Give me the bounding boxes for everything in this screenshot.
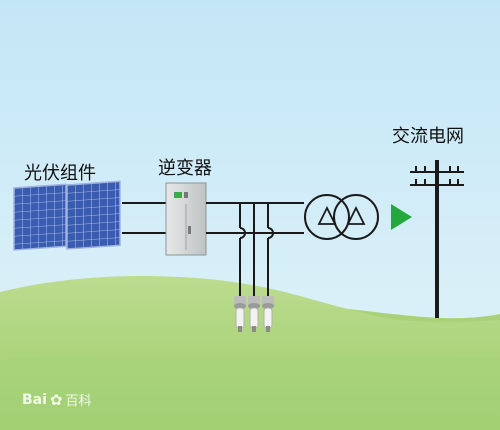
light-bulb-icon <box>262 296 274 332</box>
transformer-icon <box>304 194 379 240</box>
light-bulbs <box>234 296 274 332</box>
inverter-label: 逆变器 <box>158 158 212 179</box>
inverter-display-icon <box>174 192 182 198</box>
utility-pole-icon <box>410 160 464 318</box>
inverter-cabinet <box>165 182 207 256</box>
load-branch-wires <box>239 203 274 296</box>
paw-icon: ✿ <box>49 390 63 409</box>
baidu-baike-watermark: Bai ✿ 百科 <box>22 390 92 410</box>
solar-panel-array <box>13 180 121 251</box>
arrow-to-grid-icon <box>391 204 412 230</box>
light-bulb-icon <box>234 296 246 332</box>
dc-wires <box>122 202 167 234</box>
solar-panel-left <box>13 183 67 251</box>
solar-panel-right <box>66 180 121 250</box>
ac-grid-label: 交流电网 <box>392 126 464 147</box>
hill-shading <box>0 353 500 430</box>
watermark-brand-b: 百科 <box>65 394 92 409</box>
pv-module-label: 光伏组件 <box>24 163 96 184</box>
light-bulb-icon <box>248 296 260 332</box>
watermark-brand-a: Bai <box>22 391 47 408</box>
